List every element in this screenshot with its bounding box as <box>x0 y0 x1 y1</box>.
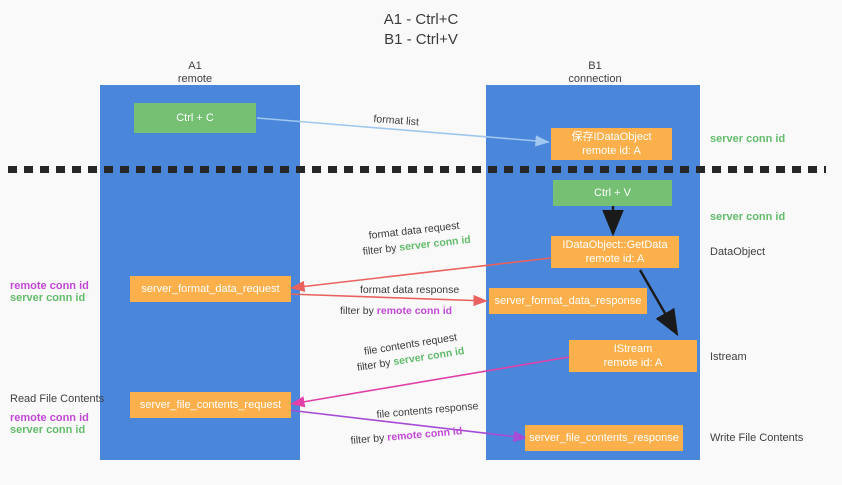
node-ctrl-v-label: Ctrl + V <box>594 187 631 199</box>
arrow-format-data-response <box>287 293 488 307</box>
node-istream-line-2: remote id: A <box>603 357 663 369</box>
node-server-file-contents-response[interactable]: server_file_contents_response <box>525 425 683 451</box>
node-server-format-data-response[interactable]: server_format_data_response <box>489 288 647 314</box>
edge-label-format-data-response: format data response <box>360 283 459 297</box>
right-label-write-file-contents: Write File Contents <box>710 432 804 444</box>
left-label-server-conn-id-1: server conn id <box>10 292 86 304</box>
right-label-istream: Istream <box>710 351 747 363</box>
page-title: A1 - Ctrl+C B1 - Ctrl+V <box>0 10 842 50</box>
arrow-file-contents-request <box>290 356 570 408</box>
lane-header-a1-sub: remote <box>177 73 213 85</box>
arrow-file-contents-response <box>287 409 528 442</box>
node-save-idataobject[interactable]: 保存IDataObject remote id: A <box>551 128 672 160</box>
lane-header-b1-sub: connection <box>568 73 622 85</box>
lane-header-b1-name: B1 <box>588 60 602 72</box>
right-label-server-conn-id-2: server conn id <box>710 211 786 223</box>
node-ctrl-c[interactable]: Ctrl + C <box>134 103 256 133</box>
edge-label-format-list-text: format list <box>373 112 420 129</box>
node-ctrl-c-label: Ctrl + C <box>176 112 214 124</box>
arrow-format-data-request <box>290 257 552 293</box>
edge-label-format-data-response-filter: filter by remote conn id <box>340 304 452 318</box>
arrow-getdata-to-istream <box>638 269 679 337</box>
lane-header-a1-name: A1 <box>188 60 202 72</box>
left-label-remote-conn-id-1: remote conn id <box>10 280 89 292</box>
title-line-2: B1 - Ctrl+V <box>384 31 458 48</box>
node-server-file-contents-request[interactable]: server_file_contents_request <box>130 392 291 418</box>
node-save-idataobject-line-2: remote id: A <box>582 145 641 157</box>
node-server-format-data-request[interactable]: server_format_data_request <box>130 276 291 302</box>
left-label-remote-conn-id-2: remote conn id <box>10 412 89 424</box>
node-server-format-data-request-label: server_format_data_request <box>141 283 280 295</box>
right-label-dataobject: DataObject <box>710 246 766 258</box>
node-idataobject-getdata-line-1: IDataObject::GetData <box>562 239 668 251</box>
edge-label-format-data-response-text: format data response <box>360 284 460 296</box>
edge-label-format-data-response-filter-prefix: filter by <box>340 305 377 317</box>
node-istream-line-1: IStream <box>613 343 653 355</box>
node-save-idataobject-line-1: 保存IDataObject <box>571 131 652 143</box>
edge-label-file-contents-response-filter-prefix: filter by <box>350 431 388 447</box>
edge-label-format-data-response-filter-highlight: remote conn id <box>376 305 453 317</box>
arrow-format-list <box>256 117 550 147</box>
node-ctrl-v[interactable]: Ctrl + V <box>553 180 672 206</box>
node-server-format-data-response-label: server_format_data_response <box>494 295 642 307</box>
left-label-read-file-contents: Read File Contents <box>10 393 105 405</box>
node-idataobject-getdata-line-2: remote id: A <box>585 253 645 265</box>
lane-header-b1: B1 connection <box>540 60 650 86</box>
node-istream[interactable]: IStream remote id: A <box>569 340 697 372</box>
phase-divider <box>8 166 826 173</box>
node-server-file-contents-request-label: server_file_contents_request <box>139 399 282 411</box>
left-label-server-conn-id-2: server conn id <box>10 424 86 436</box>
node-server-file-contents-response-label: server_file_contents_response <box>529 432 679 444</box>
lane-header-a1: A1 remote <box>140 60 250 86</box>
node-idataobject-getdata[interactable]: IDataObject::GetData remote id: A <box>551 236 679 268</box>
title-line-1: A1 - Ctrl+C <box>383 11 459 28</box>
right-label-server-conn-id-1: server conn id <box>710 133 786 145</box>
